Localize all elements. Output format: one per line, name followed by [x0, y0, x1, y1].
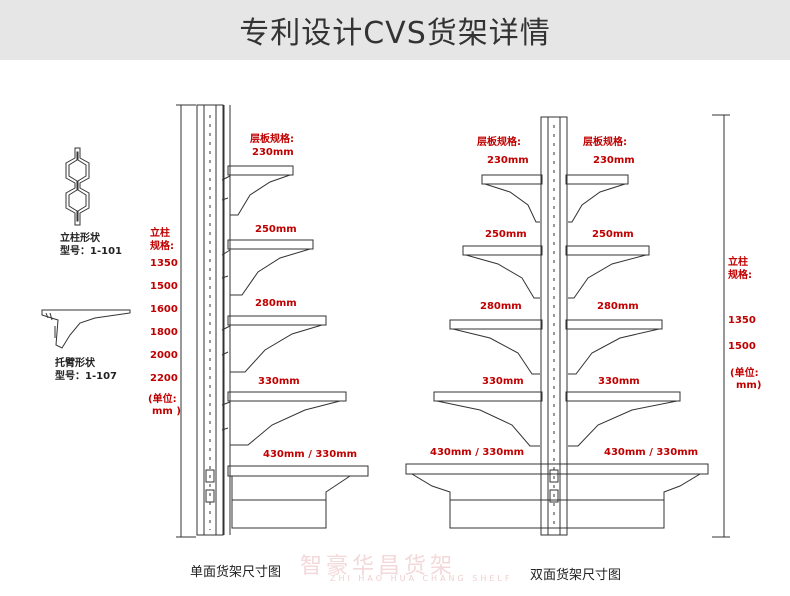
single-upright: [196, 104, 231, 536]
double-left-spec-title: 层板规格:: [477, 137, 521, 148]
double-right-base-size: 430mm / 330mm: [604, 447, 699, 458]
double-height-title-2: 规格:: [728, 270, 752, 281]
upright-profile-icon: [65, 147, 90, 226]
single-height-5: 2000: [150, 350, 178, 361]
double-left-shelf-3: [449, 319, 543, 375]
single-height-title-1: 立柱: [150, 228, 170, 239]
double-right-spec-title: 层板规格:: [583, 137, 627, 148]
single-shelf-3-size: 280mm: [255, 298, 297, 309]
header-bar: 专利设计CVS货架详情: [0, 0, 790, 60]
single-height-2: 1500: [150, 281, 178, 292]
double-left-shelf-3-size: 280mm: [480, 301, 522, 312]
watermark-logo: 智豪华昌货架: [300, 554, 457, 579]
single-unit-1: (单位:: [148, 394, 177, 405]
single-shelf-4-size: 330mm: [258, 376, 300, 387]
double-caption: 双面货架尺寸图: [530, 568, 622, 583]
double-left-shelf-4: [433, 391, 543, 447]
single-shelf-1-size: 230mm: [252, 147, 294, 158]
single-unit-2: mm ): [152, 406, 181, 417]
double-right-shelf-1: [565, 174, 629, 223]
bracket-name: 托臂形状: [55, 358, 95, 369]
single-height-title-2: 规格:: [150, 241, 174, 252]
bracket-profile-icon: [41, 309, 131, 349]
double-unit-2: mm): [736, 380, 762, 391]
double-right-shelf-1-size: 230mm: [593, 155, 635, 166]
single-shelf-4: [221, 391, 347, 446]
single-base-size: 430mm / 330mm: [263, 449, 358, 460]
single-shelf-spec-title: 层板规格:: [250, 134, 294, 145]
double-height-line: [712, 114, 730, 538]
double-right-shelf-2: [565, 245, 650, 299]
double-right-shelf-2-size: 250mm: [592, 229, 634, 240]
single-base: [227, 465, 369, 529]
single-height-6: 2200: [150, 373, 178, 384]
double-left-shelf-1: [481, 174, 543, 223]
double-left-shelf-2-size: 250mm: [485, 229, 527, 240]
single-shelf-2: [221, 239, 314, 296]
double-unit-1: (单位:: [730, 368, 759, 379]
double-height-title-1: 立柱: [728, 257, 748, 268]
upright-name: 立柱形状: [60, 233, 100, 244]
double-right-shelf-3: [565, 319, 663, 375]
single-shelf-2-size: 250mm: [255, 224, 297, 235]
double-height-2: 1500: [728, 341, 756, 352]
bracket-model: 型号：1-107: [55, 371, 117, 382]
double-left-shelf-2: [462, 245, 543, 299]
single-shelf-1: [221, 165, 294, 216]
single-height-line: [176, 104, 196, 538]
single-height-4: 1800: [150, 327, 178, 338]
single-shelf-3: [221, 315, 327, 373]
double-right-shelf-4: [565, 391, 681, 447]
single-height-3: 1600: [150, 304, 178, 315]
double-left-shelf-1-size: 230mm: [487, 155, 529, 166]
upright-model: 型号：1-101: [60, 246, 122, 257]
double-base: [405, 463, 709, 529]
watermark-logo-sub: ZHI HAO HUA CHANG SHELF: [330, 574, 513, 583]
double-right-shelf-3-size: 280mm: [597, 301, 639, 312]
double-left-shelf-4-size: 330mm: [482, 376, 524, 387]
page-title: 专利设计CVS货架详情: [239, 16, 551, 51]
double-left-base-size: 430mm / 330mm: [430, 447, 525, 458]
double-upright: [540, 116, 568, 536]
double-right-shelf-4-size: 330mm: [598, 376, 640, 387]
single-height-1: 1350: [150, 258, 178, 269]
double-height-1: 1350: [728, 315, 756, 326]
single-caption: 单面货架尺寸图: [190, 565, 282, 580]
